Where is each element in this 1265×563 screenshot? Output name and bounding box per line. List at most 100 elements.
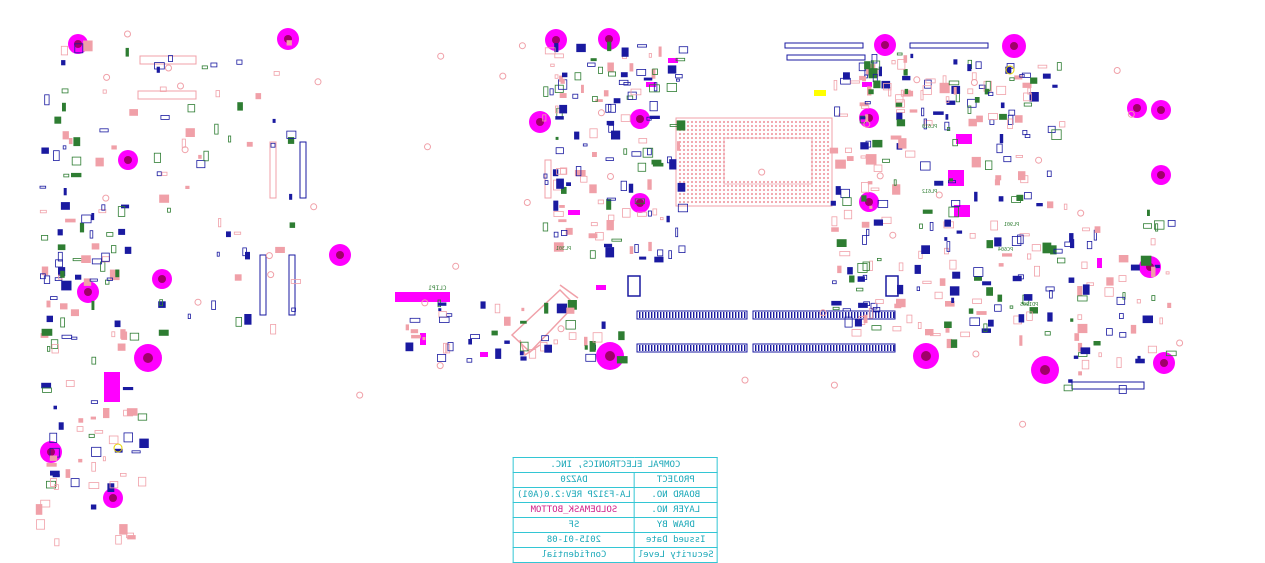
component-footprint (61, 280, 72, 291)
mount-hole (529, 111, 551, 133)
component-footprint (669, 124, 680, 127)
bga-ball (782, 184, 786, 188)
bga-ball (758, 180, 762, 184)
component-footprint (862, 274, 868, 280)
connector-pin (654, 345, 656, 351)
component-footprint (106, 232, 114, 237)
component-footprint (1154, 264, 1160, 269)
bga-ball (686, 176, 690, 180)
component-footprint (129, 332, 140, 341)
bga-ball (702, 180, 706, 184)
title-block: COMPAL ELECTRONICS, INC. PROJECT DAZ20 B… (513, 457, 718, 563)
connector-pin (812, 312, 814, 318)
bga-ball (794, 200, 798, 204)
bga-ball (690, 120, 694, 124)
bga-ball (818, 172, 822, 176)
bga-ball (682, 200, 686, 204)
bga-ball (718, 196, 722, 200)
component-footprint (215, 90, 220, 98)
component-footprint (945, 96, 950, 103)
bga-ball (810, 184, 814, 188)
component-footprint (890, 135, 902, 140)
component-footprint (437, 353, 447, 362)
component-footprint (446, 313, 453, 317)
component-footprint (948, 80, 960, 86)
component-footprint (555, 136, 559, 140)
connector-pin (800, 345, 802, 351)
connector-pin (705, 345, 707, 351)
bga-ball (734, 124, 738, 128)
bga-ball (686, 196, 690, 200)
test-point (597, 109, 605, 117)
bga-ball (738, 136, 742, 140)
component-footprint (1044, 331, 1051, 336)
component-footprint (903, 69, 908, 76)
bga-ball (822, 164, 826, 168)
bga-ball (698, 168, 702, 172)
component-footprint (1116, 357, 1122, 369)
side-connectors (259, 141, 552, 316)
component-footprint (951, 199, 961, 207)
connector-pin (782, 345, 784, 351)
component-footprint (837, 265, 842, 274)
component-footprint (920, 90, 924, 101)
component-footprint (902, 75, 911, 81)
component-footprint (99, 128, 109, 133)
bga-ball (730, 128, 734, 132)
component-footprint (270, 323, 277, 335)
component-footprint (549, 88, 554, 96)
component-footprint (115, 269, 120, 278)
component-footprint (975, 61, 982, 69)
test-point (421, 299, 429, 307)
connector-pin (890, 345, 892, 351)
bottom-connectors (627, 275, 899, 353)
component-footprint (647, 210, 652, 217)
component-footprint (273, 71, 280, 76)
component-footprint (950, 339, 958, 348)
connector-pin (830, 312, 832, 318)
bga-ball (818, 176, 822, 180)
bga-ball (738, 124, 742, 128)
bga-ball (686, 160, 690, 164)
component-footprint (556, 178, 564, 189)
connector-pin (791, 312, 793, 318)
component-footprint (75, 274, 82, 280)
bga-ball (714, 124, 718, 128)
test-point (452, 262, 460, 270)
component-footprint (1122, 292, 1126, 300)
bga-ball (686, 188, 690, 192)
bga-ball (774, 188, 778, 192)
bga-ball (726, 192, 730, 196)
bga-ball (698, 128, 702, 132)
connector-pin (732, 345, 734, 351)
component-footprint (1008, 109, 1016, 116)
test-point (499, 72, 507, 80)
component-footprint (1031, 244, 1041, 252)
component-footprint (607, 41, 612, 52)
component-footprint (982, 281, 992, 286)
bga-ball (766, 128, 770, 132)
yellow-markers (113, 65, 1015, 453)
component-footprint (57, 244, 66, 251)
bga-ball (738, 184, 742, 188)
component-footprint (556, 168, 567, 175)
bga-ball (694, 184, 698, 188)
bga-ball (718, 160, 722, 164)
component-footprint (933, 111, 944, 115)
bga-ball (758, 184, 762, 188)
component-footprint (649, 101, 658, 112)
component-footprint (865, 154, 877, 165)
component-footprint (1059, 121, 1066, 128)
bga-ball (826, 184, 830, 188)
test-point (523, 199, 531, 206)
bga-ball (714, 136, 718, 140)
bga-ball (818, 128, 822, 132)
connector-pin (866, 345, 868, 351)
component-footprint (41, 328, 53, 336)
component-footprint (946, 241, 951, 252)
component-footprint (1137, 355, 1141, 359)
component-footprint (91, 446, 102, 457)
component-footprint (660, 217, 664, 221)
component-footprint (839, 251, 851, 257)
bga-ball (690, 196, 694, 200)
